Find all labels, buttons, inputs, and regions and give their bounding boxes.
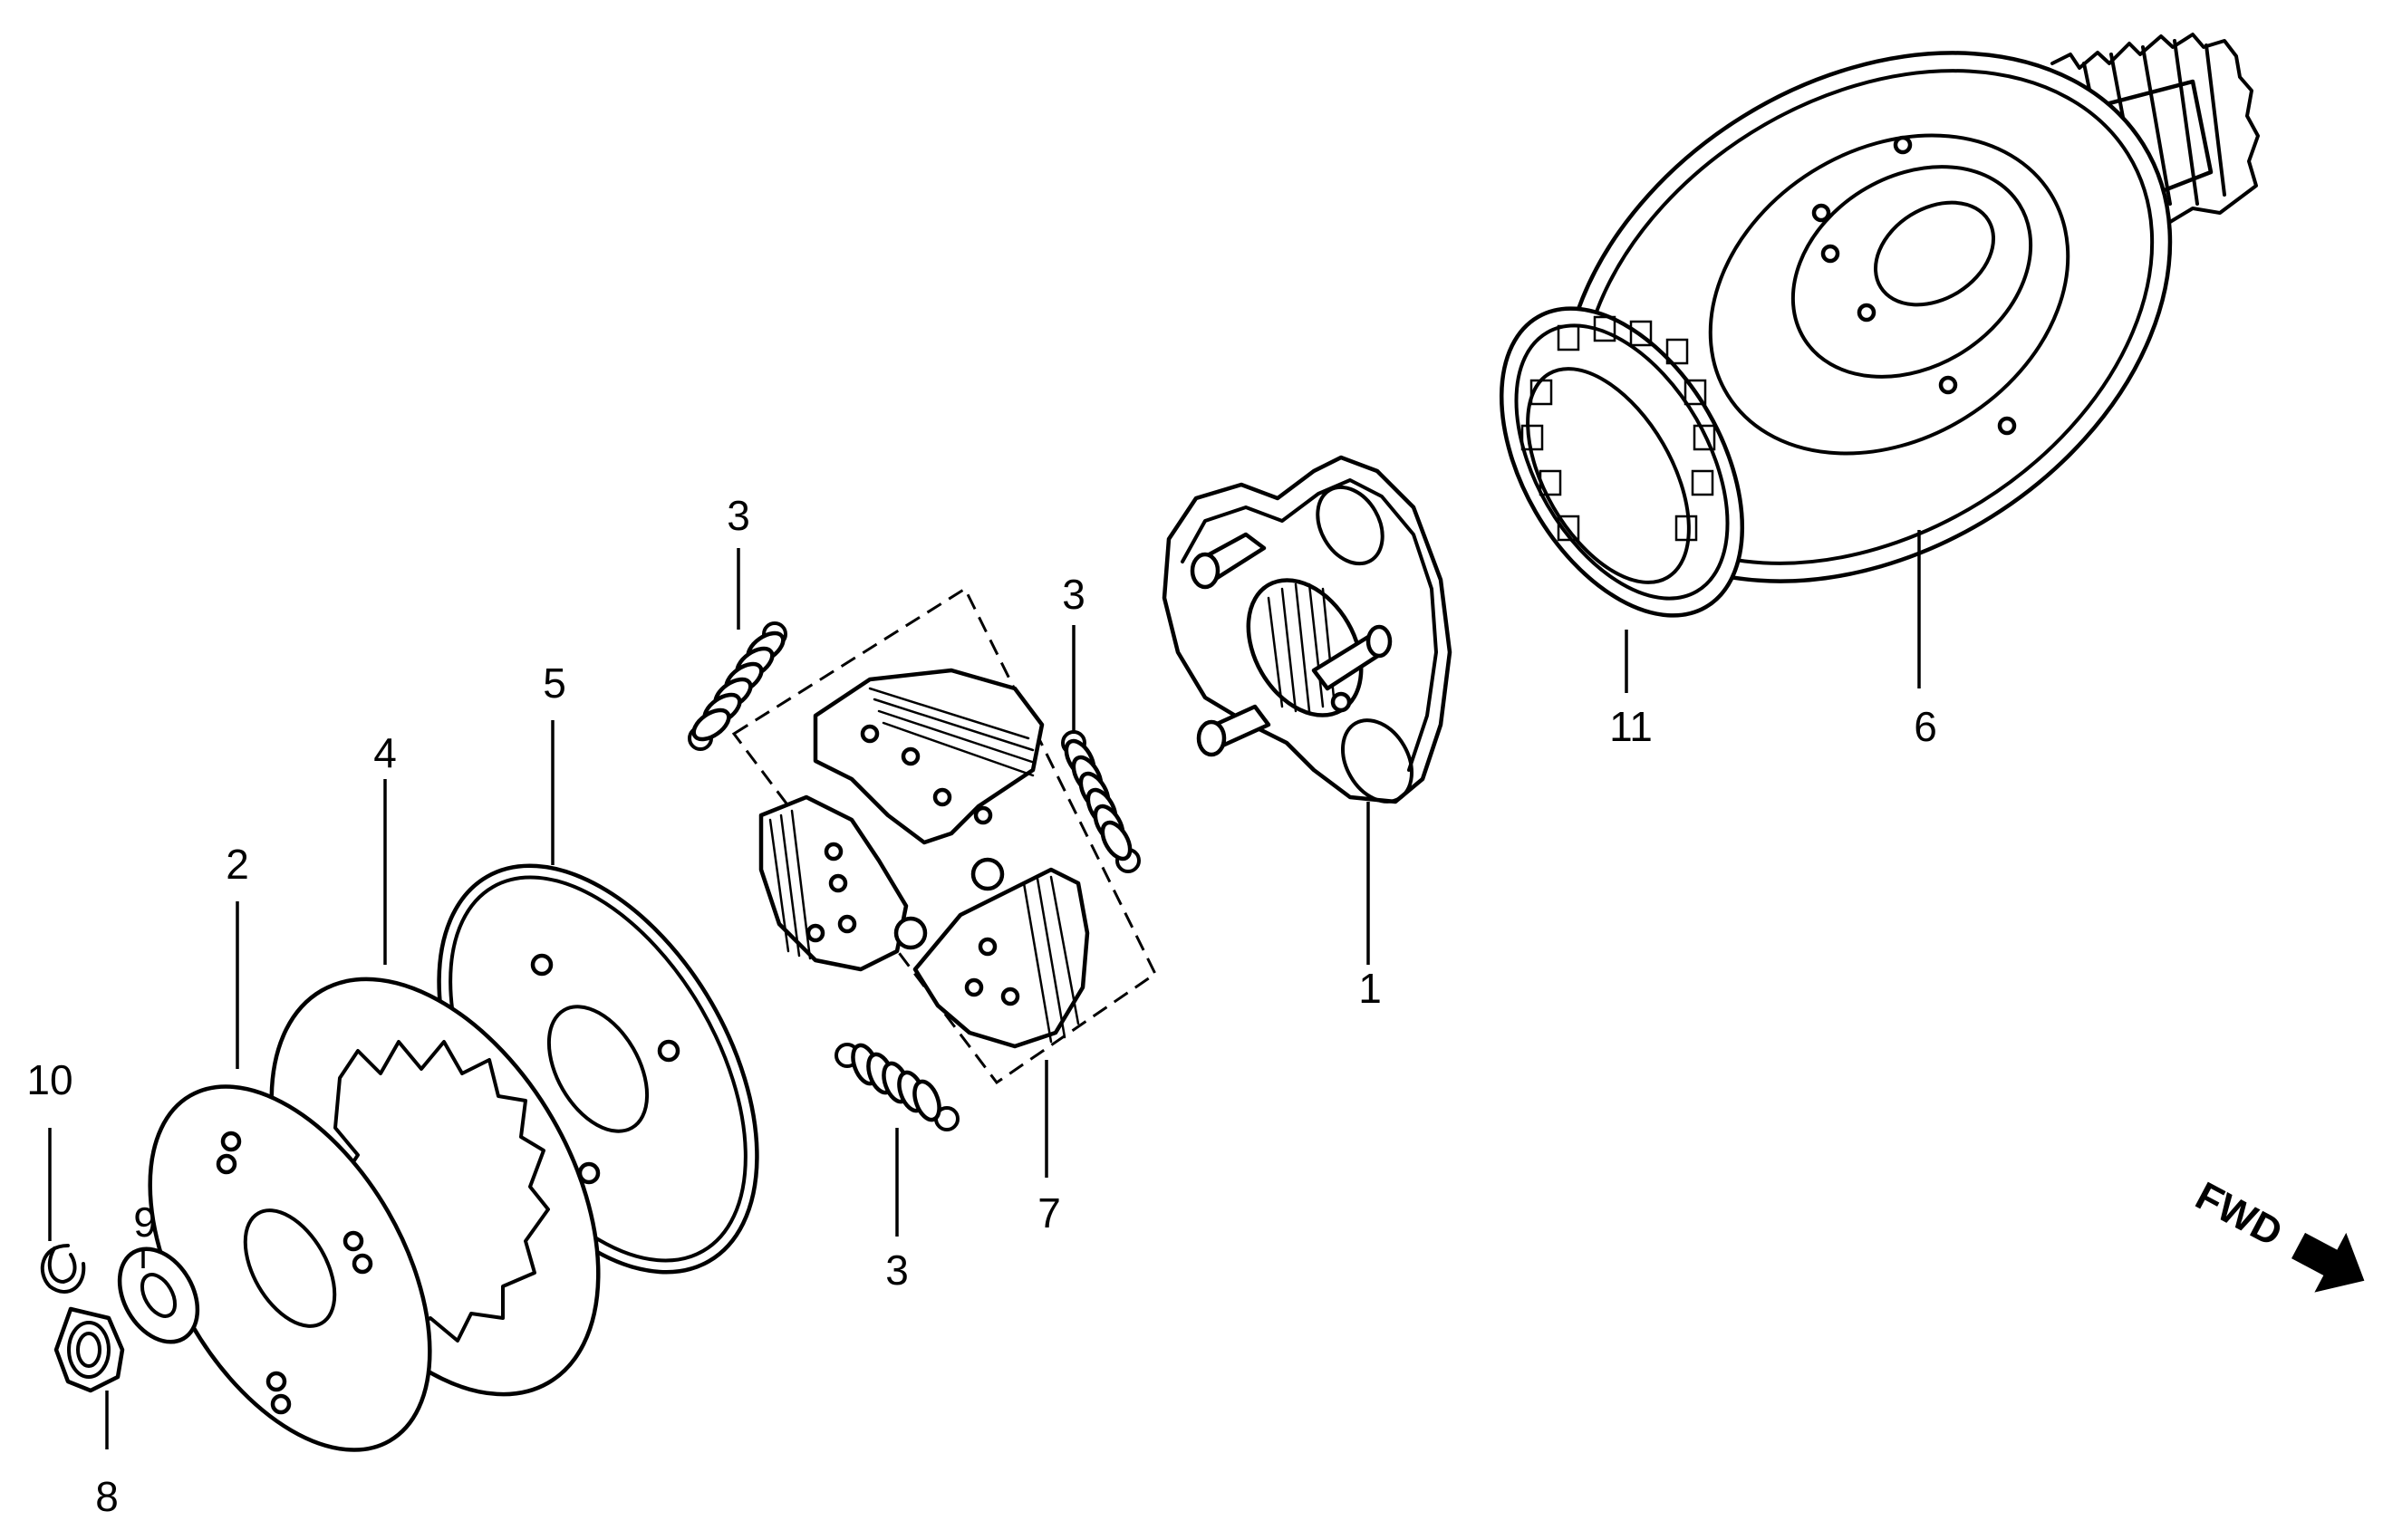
callout-10: 10: [26, 1056, 72, 1103]
circlip: [40, 1244, 86, 1294]
callout-2: 2: [226, 841, 249, 888]
callout-6: 6: [1914, 703, 1937, 750]
callout-9: 9: [133, 1198, 157, 1246]
forward-arrow-icon: [2291, 1232, 2365, 1293]
callout-8: 8: [95, 1473, 119, 1520]
callout-3-bottom: 3: [885, 1246, 909, 1294]
drive-plate: [1162, 455, 1452, 804]
washer-plate: [148, 1084, 432, 1452]
small-washer: [117, 1246, 200, 1344]
callout-5: 5: [543, 659, 566, 707]
callout-1: 1: [1358, 965, 1382, 1012]
clutch-spring-right: [1061, 730, 1141, 873]
callout-4: 4: [373, 729, 397, 776]
hex-nut: [53, 1306, 125, 1393]
clutch-weight-assembly: [731, 586, 1157, 1085]
fwd-label: FWD: [2188, 1174, 2289, 1256]
callout-11: 11: [1609, 703, 1653, 750]
clutch-spring-bottom: [835, 1043, 960, 1131]
one-way-clutch-bearing: [1499, 306, 1745, 618]
leader-lines: [48, 530, 1921, 1449]
callout-3-right: 3: [1062, 571, 1085, 618]
callouts: 1 2 3 3 3 4 5 6 7 8 9 10 11: [26, 492, 1936, 1520]
forward-direction-indicator: FWD: [2188, 1174, 2365, 1293]
callout-3-top: 3: [727, 492, 750, 539]
callout-7: 7: [1037, 1189, 1061, 1237]
clutch-spring-top: [688, 621, 787, 751]
